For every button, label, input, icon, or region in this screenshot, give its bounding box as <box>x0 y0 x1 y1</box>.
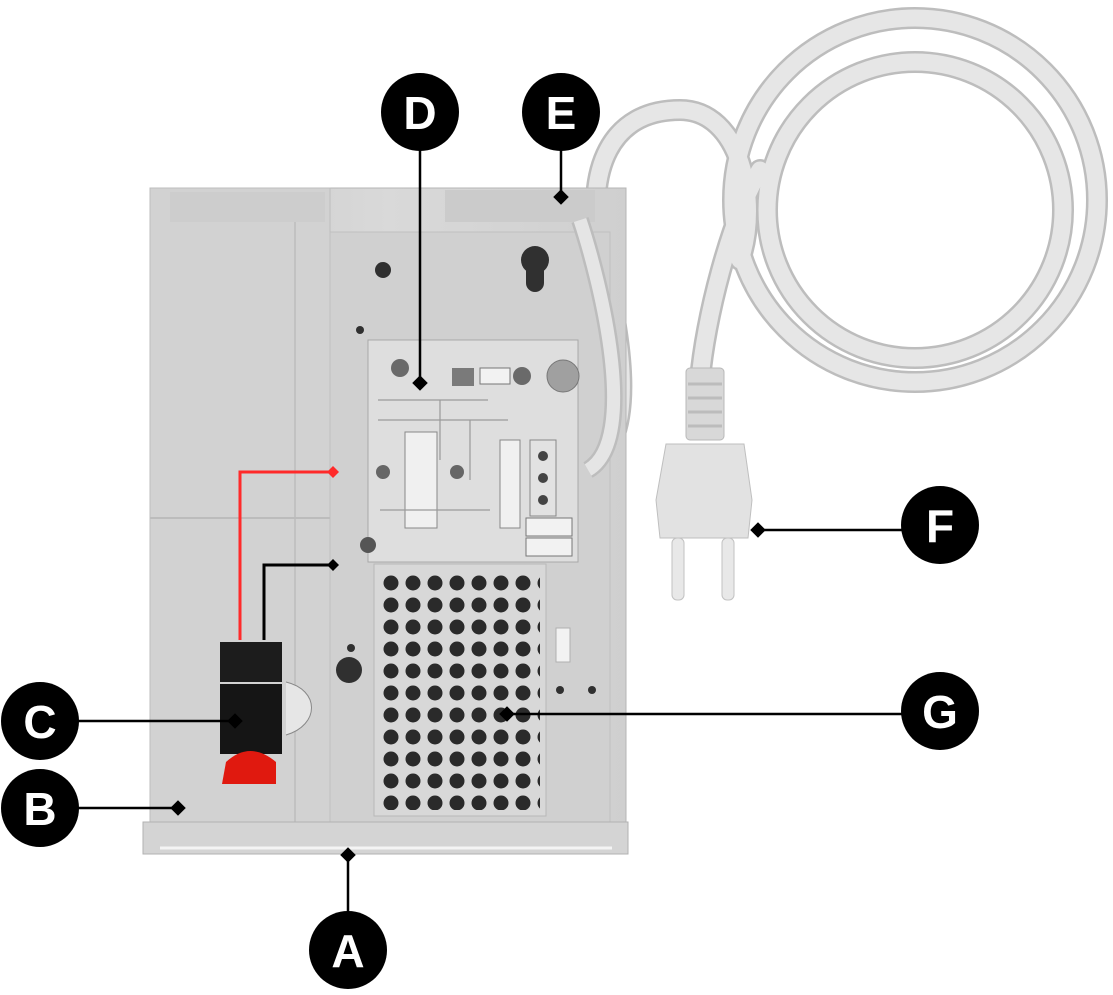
power-cord <box>590 18 1097 465</box>
leader-endpoint-f <box>752 524 764 536</box>
callout-label-g: G <box>922 686 958 738</box>
mains-plug <box>656 368 752 600</box>
callout-label-e: E <box>546 87 577 139</box>
callout-badge-e: E <box>522 73 600 151</box>
callout-label-f: F <box>926 500 954 552</box>
callout-label-a: A <box>331 925 364 977</box>
callout-badge-f: F <box>901 486 979 564</box>
callout-badge-d: D <box>381 73 459 151</box>
callout-badge-c: C <box>1 682 79 760</box>
callout-label-b: B <box>23 783 56 835</box>
callout-badge-g: G <box>901 672 979 750</box>
callout-badge-b: B <box>1 769 79 847</box>
control-board <box>360 340 579 562</box>
transformer-cover <box>374 564 546 816</box>
callout-badge-a: A <box>309 911 387 989</box>
callout-label-c: C <box>23 696 56 748</box>
callout-label-d: D <box>403 87 436 139</box>
